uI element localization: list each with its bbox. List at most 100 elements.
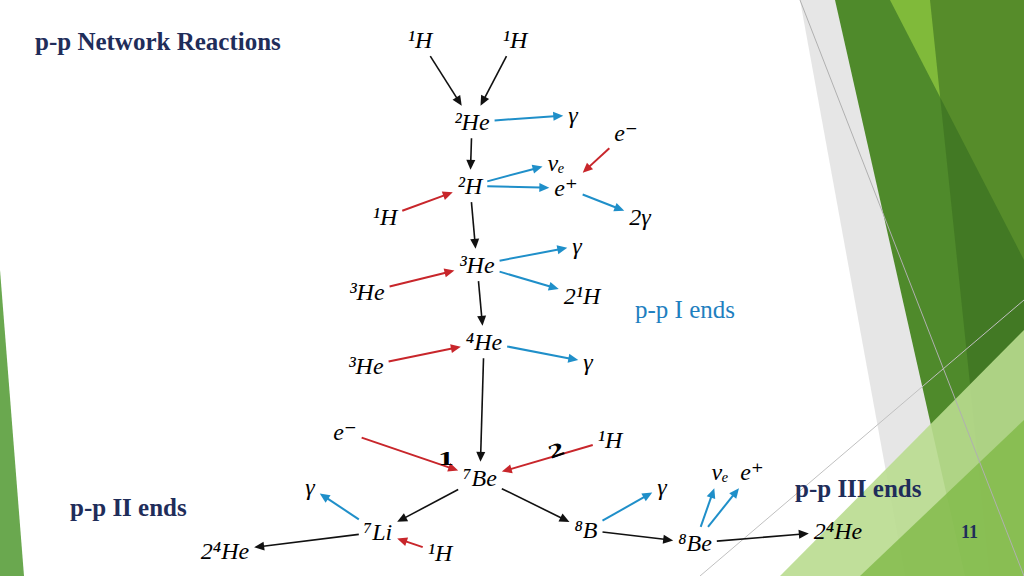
reaction-arrow bbox=[487, 183, 549, 192]
arrow-line bbox=[389, 348, 452, 361]
nuclide-label: 2γ bbox=[627, 204, 652, 230]
reaction-arrow bbox=[495, 112, 564, 121]
reaction-arrow bbox=[583, 148, 610, 172]
reaction-arrow bbox=[402, 191, 452, 210]
arrow-head bbox=[444, 269, 455, 278]
species-text: ⁷Li bbox=[364, 519, 392, 545]
nuclide-label: γ bbox=[570, 233, 583, 259]
slide-title: p-p Network Reactions bbox=[35, 28, 281, 56]
arrow-head bbox=[397, 537, 408, 546]
arrow-line bbox=[507, 346, 569, 358]
step-number: 1 bbox=[438, 448, 454, 467]
nuclide-label: e⁻ bbox=[331, 419, 358, 445]
arrow-line bbox=[406, 541, 423, 547]
arrow-line bbox=[481, 358, 484, 453]
nuclide-label: γ bbox=[655, 474, 668, 500]
arrow-head bbox=[477, 315, 486, 325]
reaction-arrow bbox=[507, 346, 578, 362]
reaction-arrow bbox=[390, 269, 455, 287]
arrow-head bbox=[613, 203, 624, 211]
reaction-arrow bbox=[480, 56, 506, 106]
species-text: γ bbox=[568, 102, 577, 128]
arrow-head bbox=[442, 191, 453, 199]
arrow-line bbox=[487, 169, 534, 181]
nuclide-label: ³He bbox=[347, 279, 386, 305]
nuclide-label: ¹H bbox=[406, 27, 435, 53]
reaction-arrow bbox=[477, 281, 486, 326]
arrow-line bbox=[430, 56, 457, 98]
nuclide-label: ²H bbox=[456, 173, 485, 199]
species-text: γ bbox=[305, 474, 314, 500]
arrow-head bbox=[254, 542, 264, 551]
species-text: γ bbox=[583, 349, 592, 375]
species-text: ¹H bbox=[598, 427, 623, 453]
arrow-line bbox=[717, 534, 800, 541]
reaction-arrow bbox=[603, 532, 674, 544]
nuclide-label: ⁴He bbox=[464, 329, 504, 355]
species-text: ⁷Be bbox=[463, 465, 497, 491]
arrow-head bbox=[707, 488, 715, 499]
slide-number: 11 bbox=[961, 522, 978, 543]
species-text: ³He bbox=[459, 252, 494, 278]
nuclide-label: e⁺ bbox=[738, 459, 765, 485]
species-text: e⁻ bbox=[614, 120, 637, 146]
nuclide-label: 2⁴He bbox=[812, 518, 864, 544]
nuclide-label: ¹H bbox=[501, 27, 530, 53]
arrow-head bbox=[559, 513, 570, 521]
arrow-line bbox=[470, 138, 472, 161]
arrow-line bbox=[495, 116, 555, 120]
arrow-head bbox=[641, 492, 652, 501]
reaction-arrow bbox=[717, 530, 809, 541]
arrow-head bbox=[548, 282, 559, 291]
nuclide-label: 2¹H bbox=[562, 283, 603, 309]
nuclide-label: ¹H bbox=[596, 427, 625, 453]
reaction-arrow bbox=[397, 537, 423, 547]
nuclide-label: ⁸B bbox=[572, 517, 599, 543]
reaction-arrow bbox=[502, 489, 570, 522]
chain-end-label: p-p III ends bbox=[795, 475, 921, 503]
arrow-line bbox=[485, 56, 507, 98]
nuclide-label: ³He bbox=[457, 252, 496, 278]
arrow-head bbox=[453, 95, 462, 106]
reaction-arrow bbox=[397, 490, 458, 522]
arrow-head bbox=[450, 344, 461, 353]
arrow-line bbox=[402, 195, 444, 210]
reaction-arrow bbox=[430, 56, 461, 106]
arrow-head bbox=[470, 238, 479, 248]
green-triangle bbox=[0, 270, 24, 576]
nuclide-label: 2⁴He bbox=[199, 538, 251, 564]
species-text: ⁴He bbox=[466, 329, 502, 355]
reaction-arrow bbox=[470, 202, 479, 249]
thin-line bbox=[700, 300, 1024, 576]
reaction-arrow bbox=[389, 344, 461, 361]
chain-end-label: p-p I ends bbox=[635, 296, 735, 324]
arrow-line bbox=[589, 148, 609, 166]
arrow-line bbox=[263, 534, 359, 546]
arrow-head bbox=[476, 452, 485, 462]
nuclide-label: νₑ bbox=[710, 459, 731, 485]
species-text: 2¹H bbox=[564, 283, 601, 309]
reaction-arrow bbox=[320, 493, 359, 519]
species-text: 2⁴He bbox=[814, 518, 862, 544]
arrow-line bbox=[390, 273, 446, 287]
arrow-head bbox=[568, 354, 579, 363]
arrow-line bbox=[478, 281, 481, 317]
reaction-arrow bbox=[500, 272, 559, 291]
species-text: ¹H bbox=[373, 204, 398, 230]
species-text: ¹H bbox=[408, 27, 433, 53]
nuclide-label: γ bbox=[581, 349, 594, 375]
arrow-line bbox=[708, 495, 733, 527]
species-text: e⁻ bbox=[333, 419, 356, 445]
species-text: ⁸Be bbox=[678, 530, 712, 556]
arrow-line bbox=[583, 195, 616, 208]
nuclide-label: νₑ bbox=[546, 150, 567, 176]
arrow-head bbox=[532, 165, 543, 174]
arrow-line bbox=[603, 532, 665, 539]
reaction-arrow bbox=[603, 492, 653, 520]
arrow-head bbox=[397, 513, 408, 522]
species-text: γ bbox=[572, 233, 581, 259]
arrow-head bbox=[583, 163, 593, 173]
arrow-head bbox=[480, 95, 489, 106]
species-text: ¹H bbox=[428, 540, 453, 566]
